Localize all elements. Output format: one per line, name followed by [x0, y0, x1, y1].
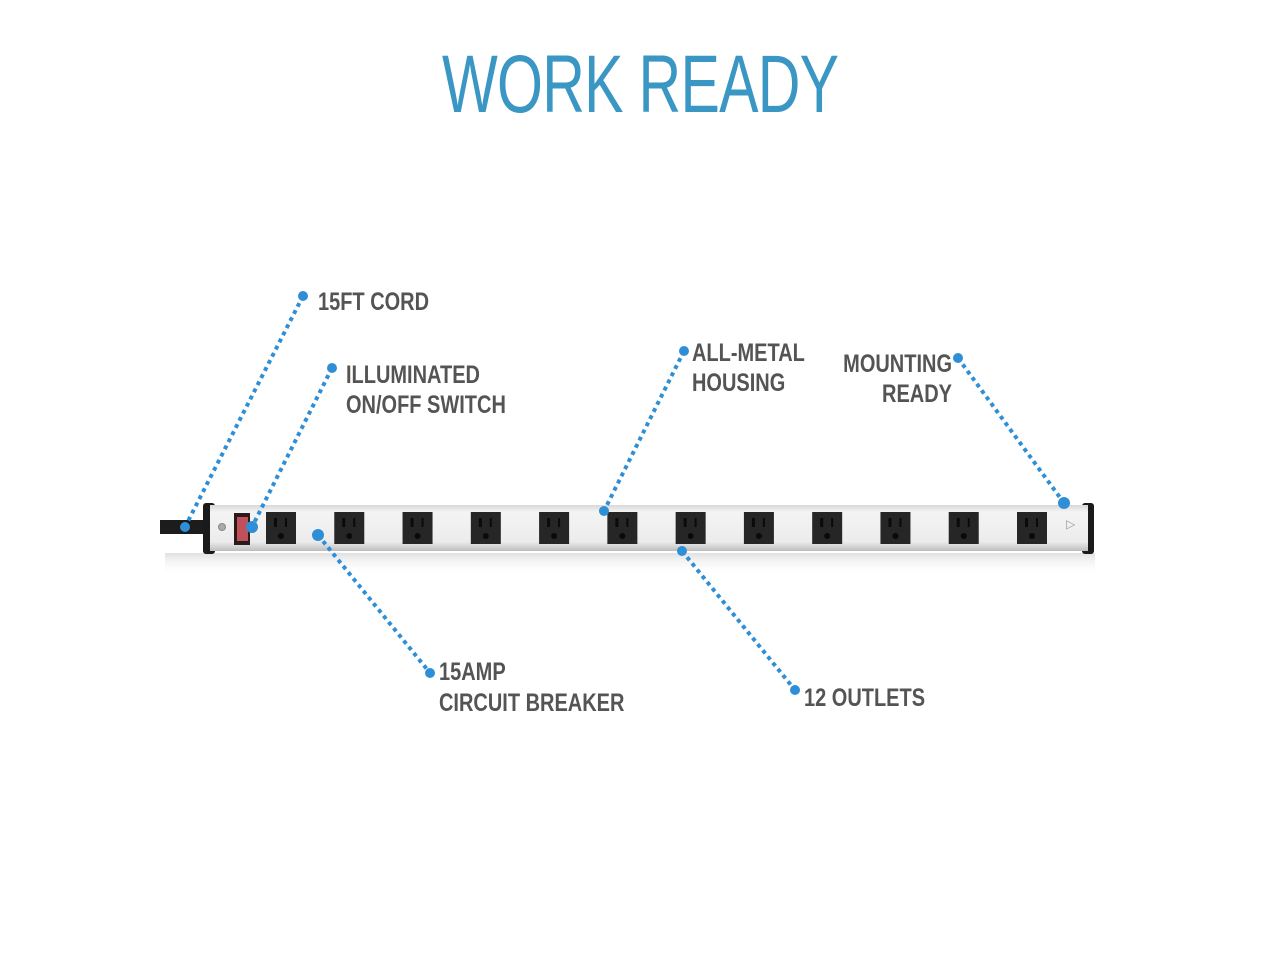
callout-switch: ILLUMINATED ON/OFF SWITCH [246, 361, 506, 533]
svg-text:15AMP: 15AMP [439, 658, 506, 686]
outlet [607, 512, 638, 544]
callout-outlets: 12 OUTLETS [677, 546, 925, 712]
outlet [880, 512, 911, 544]
callout-breaker: 15AMP CIRCUIT BREAKER [312, 529, 624, 717]
mount-arrow-icon: ▷ [1066, 517, 1076, 531]
callout-housing: ALL-METAL HOUSING [599, 339, 805, 516]
svg-text:12 OUTLETS: 12 OUTLETS [804, 684, 925, 712]
outlet [334, 512, 365, 544]
outlet [948, 512, 979, 544]
svg-text:15FT CORD: 15FT CORD [318, 288, 429, 316]
outlet [266, 512, 296, 544]
outlet [812, 512, 843, 544]
svg-text:MOUNTING: MOUNTING [843, 350, 952, 378]
callout-mounting: MOUNTING READY [843, 350, 1070, 509]
outlet [470, 512, 501, 544]
page-title: WORK READY [441, 39, 839, 130]
callout-cord: 15FT CORD [180, 288, 429, 532]
svg-text:ON/OFF SWITCH: ON/OFF SWITCH [346, 391, 506, 419]
svg-text:CIRCUIT BREAKER: CIRCUIT BREAKER [439, 689, 624, 717]
svg-text:ILLUMINATED: ILLUMINATED [346, 361, 480, 389]
outlet [1017, 512, 1047, 544]
outlet [539, 512, 570, 544]
screw-icon [218, 523, 226, 531]
strip-shadow [165, 553, 1095, 575]
svg-text:HOUSING: HOUSING [692, 369, 785, 397]
outlet [675, 512, 706, 544]
svg-text:ALL-METAL: ALL-METAL [692, 339, 805, 367]
outlet [402, 512, 433, 544]
power-strip: ▷ [203, 503, 1094, 554]
svg-text:READY: READY [882, 380, 952, 408]
outlet [743, 512, 774, 544]
